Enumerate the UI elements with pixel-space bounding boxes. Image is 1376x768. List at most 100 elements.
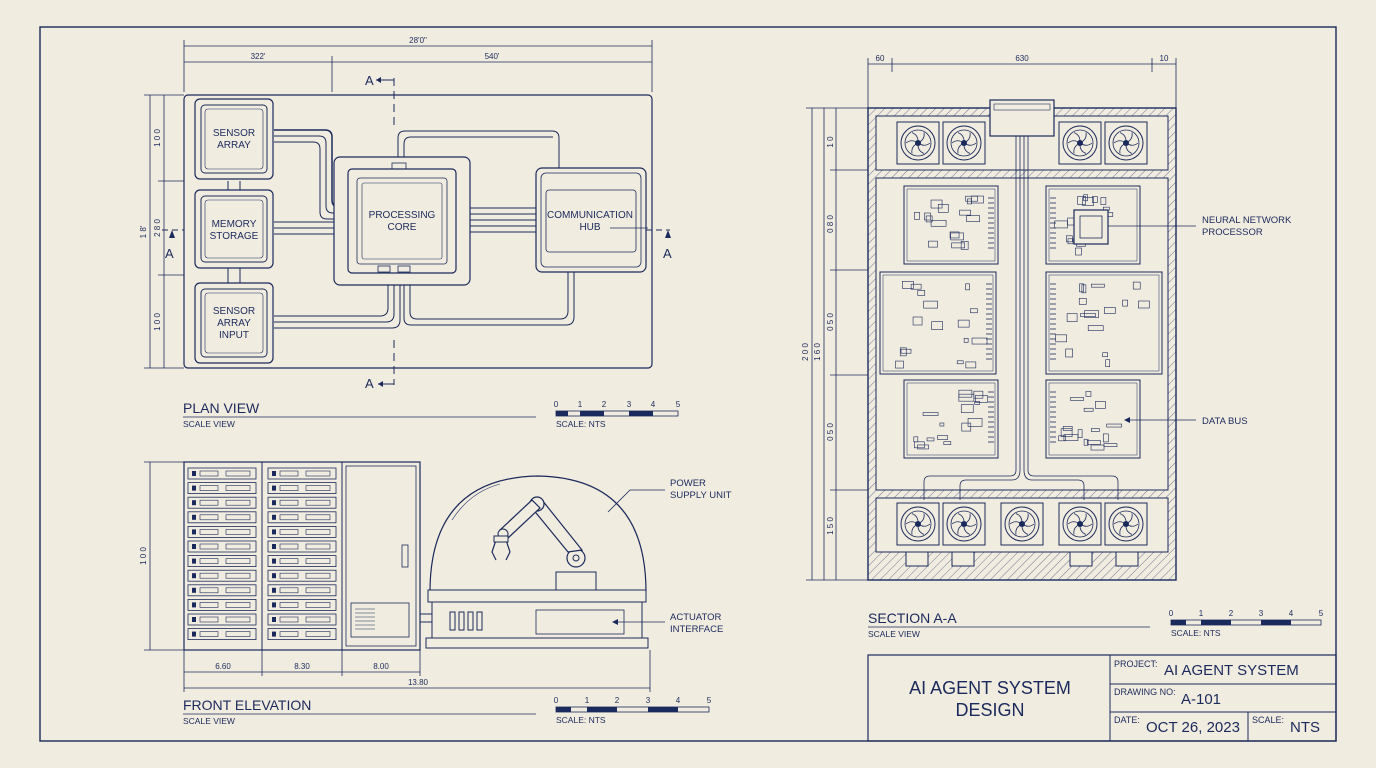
- rack-unit: [187, 511, 257, 524]
- section-view: 60 630 10 2 0 0 1 6 0 1 0 0 8 0 0 5 0 0 …: [801, 54, 1324, 639]
- sec-dim-v5: 1 5 0: [826, 517, 835, 535]
- plan-scale-tick-3: 3: [627, 400, 632, 409]
- sec-dim-v1: 1 0: [826, 136, 835, 148]
- plan-dim-v3: 1 0 0: [153, 313, 162, 331]
- plan-scale-tick-5: 5: [676, 400, 681, 409]
- box-sensor-array-l1: SENSOR: [213, 128, 255, 139]
- fe-dim-2: 8.30: [294, 662, 310, 671]
- fan-icon: [1104, 502, 1148, 546]
- rack-unit: [187, 584, 257, 597]
- sec-scale-tick-3: 3: [1259, 609, 1264, 618]
- plan-view-title: PLAN VIEW: [183, 400, 260, 416]
- box-processing-l1: PROCESSING: [369, 210, 436, 221]
- fe-scale-tick-5: 5: [707, 696, 712, 705]
- tb-date-label: DATE:: [1114, 715, 1140, 725]
- section-scale-bar: 0 1 2 3 4 5 SCALE: NTS: [1169, 609, 1324, 638]
- box-sensor-input-l2: ARRAY: [217, 318, 251, 329]
- title-block-title-l2: DESIGN: [955, 700, 1024, 720]
- title-block-title-l1: AI AGENT SYSTEM: [909, 678, 1071, 698]
- plan-scale-tick-4: 4: [651, 400, 656, 409]
- plan-view-subtitle: SCALE VIEW: [183, 419, 235, 429]
- box-sensor-input-l1: SENSOR: [213, 306, 255, 317]
- rack-unit: [187, 496, 257, 509]
- front-elevation-subtitle: SCALE VIEW: [183, 716, 235, 726]
- rack-unit: [187, 555, 257, 567]
- rack-unit: [187, 569, 257, 582]
- rack-unit: [267, 496, 337, 509]
- fe-scale-tick-4: 4: [676, 696, 681, 705]
- sec-scale-tick-0: 0: [1169, 609, 1174, 618]
- sec-dim-v4: 0 5 0: [826, 423, 835, 441]
- fe-scale-label: SCALE: NTS: [556, 715, 606, 725]
- fan-icon: [1058, 121, 1102, 165]
- tb-date-value: OCT 26, 2023: [1146, 719, 1240, 736]
- fan-icon: [942, 502, 986, 546]
- section-marker-bottom: A: [365, 376, 374, 391]
- fan-icon: [942, 121, 986, 165]
- box-sensor-array-l2: ARRAY: [217, 140, 251, 151]
- sec-dim-v3: 0 5 0: [826, 313, 835, 331]
- fe-dim-1: 6.60: [215, 662, 231, 671]
- plan-dim-left: 322': [251, 52, 266, 61]
- tb-drawing-value: A-101: [1181, 691, 1221, 708]
- section-marker-left: A: [165, 246, 174, 261]
- sec-scale-tick-1: 1: [1199, 609, 1204, 618]
- plan-dim-v1: 1 0 0: [153, 129, 162, 147]
- rack-unit: [267, 540, 337, 553]
- callout-power-l2: SUPPLY UNIT: [670, 490, 732, 501]
- sec-dim-top-2: 630: [1015, 54, 1029, 63]
- rack-unit: [267, 628, 337, 640]
- fe-dim-v: 1 0 0: [139, 547, 148, 565]
- plan-view: 28'0" 322' 540' 1 8' 1 0 0 2 8 0 1 0 0 A…: [139, 36, 681, 429]
- rack-unit: [267, 482, 337, 495]
- sec-dim-outer2: 1 6 0: [813, 343, 822, 361]
- sec-scale-tick-5: 5: [1319, 609, 1324, 618]
- fe-scale-tick-0: 0: [554, 696, 559, 705]
- sec-dim-top-1: 60: [876, 54, 885, 63]
- fe-scale-bar: 0 1 2 3 4 5 SCALE: NTS: [554, 696, 712, 725]
- rack-unit: [267, 584, 337, 597]
- callout-nn-l1: NEURAL NETWORK: [1202, 215, 1292, 226]
- callout-power-l1: POWER: [670, 478, 706, 489]
- fe-scale-tick-2: 2: [615, 696, 620, 705]
- sheet-border: [39, 26, 1337, 742]
- section-marker-top: A: [365, 73, 374, 88]
- fe-dim-3: 8.00: [373, 662, 389, 671]
- circuit-board: [903, 379, 999, 459]
- sec-scale-label: SCALE: NTS: [1171, 628, 1221, 638]
- rack-unit: [267, 613, 337, 626]
- rack-unit: [187, 599, 257, 611]
- tb-project-label: PROJECT:: [1114, 659, 1158, 669]
- tb-scale-value: NTS: [1290, 719, 1320, 736]
- rack-unit: [267, 467, 337, 480]
- box-comm-hub-l2: HUB: [579, 222, 600, 233]
- plan-scale-tick-0: 0: [554, 400, 559, 409]
- rack-unit: [187, 540, 257, 553]
- fe-scale-tick-1: 1: [585, 696, 590, 705]
- plan-scale-tick-2: 2: [602, 400, 607, 409]
- rack-unit: [267, 555, 337, 567]
- box-processing-l2: CORE: [388, 222, 417, 233]
- circuit-board: [1045, 271, 1163, 375]
- rack-unit: [267, 569, 337, 582]
- front-elevation-title: FRONT ELEVATION: [183, 697, 311, 713]
- plan-scale-bar: 0 1 2 3 4 5 SCALE: NTS: [554, 400, 681, 429]
- sec-dim-top-3: 10: [1160, 54, 1169, 63]
- rack-unit: [187, 628, 257, 640]
- sec-dim-v2: 0 8 0: [826, 215, 835, 233]
- callout-data-bus: DATA BUS: [1202, 416, 1248, 427]
- fe-scale-tick-3: 3: [646, 696, 651, 705]
- rack-unit: [187, 526, 257, 538]
- rack-unit: [267, 511, 337, 524]
- callout-actuator-l1: ACTUATOR: [670, 612, 722, 623]
- fan-icon: [1000, 502, 1044, 546]
- fan-icon: [1104, 121, 1148, 165]
- fan-icon: [896, 502, 940, 546]
- plan-scale-tick-1: 1: [578, 400, 583, 409]
- callout-actuator-l2: INTERFACE: [670, 624, 723, 635]
- tb-project-value: AI AGENT SYSTEM: [1164, 662, 1299, 679]
- title-block: AI AGENT SYSTEM DESIGN PROJECT: AI AGENT…: [867, 654, 1337, 742]
- tb-scale-label: SCALE:: [1252, 715, 1284, 725]
- rack-unit: [187, 613, 257, 626]
